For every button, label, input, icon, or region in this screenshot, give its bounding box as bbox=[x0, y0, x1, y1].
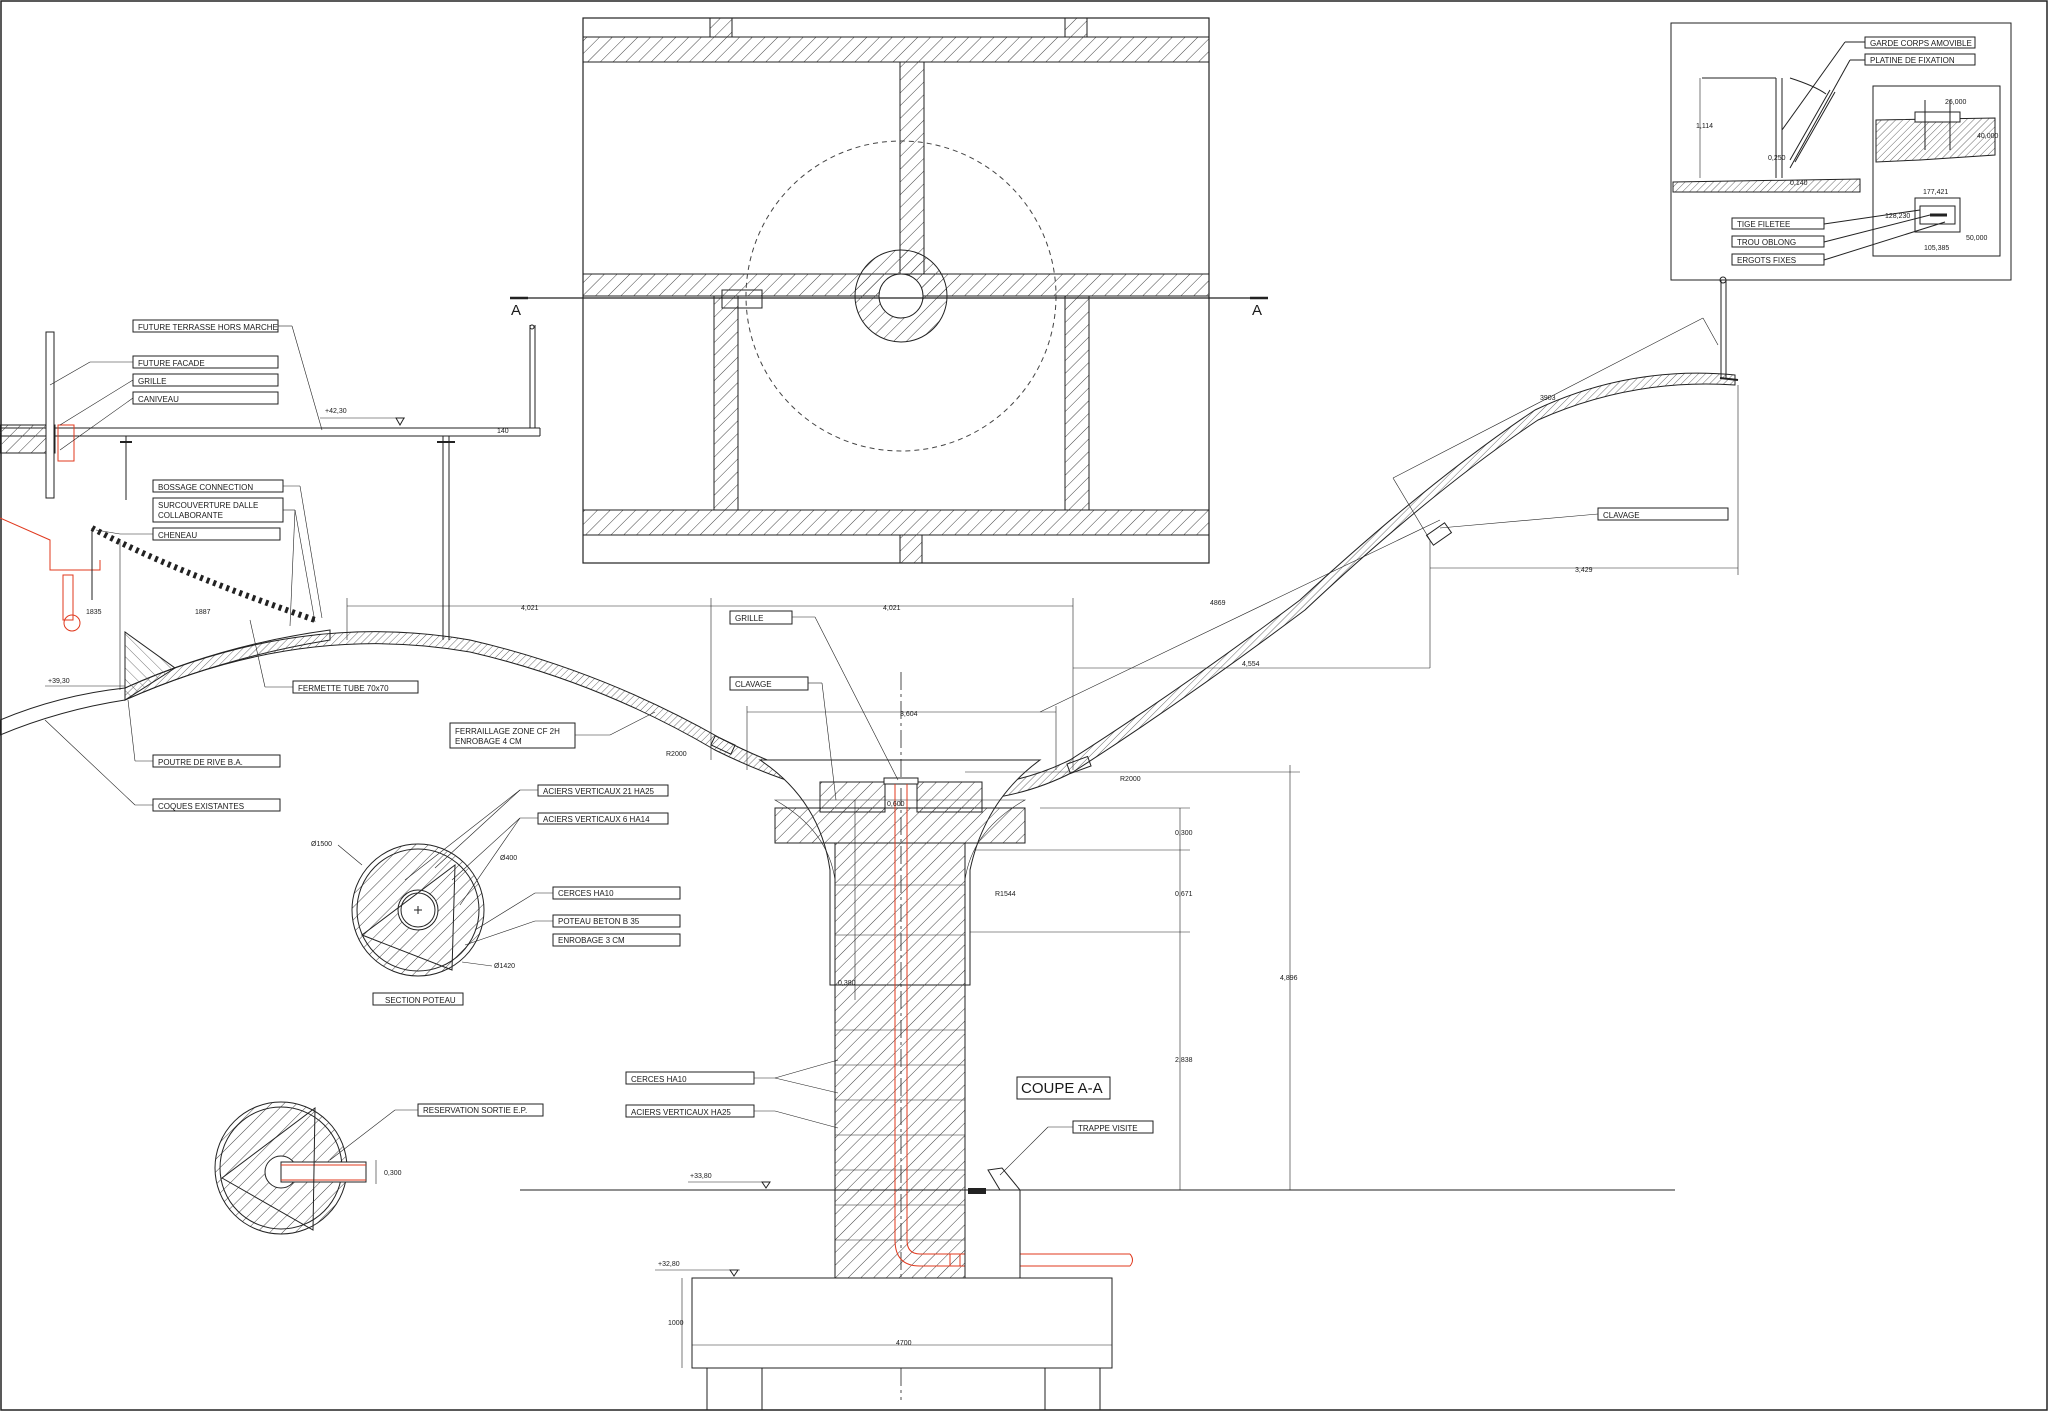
callout-fermette: FERMETTE TUBE 70x70 bbox=[298, 684, 389, 693]
drawing-title: COUPE A-A bbox=[1021, 1080, 1103, 1097]
dim-26: 26,000 bbox=[1945, 99, 1967, 106]
callout-clavage-right: CLAVAGE bbox=[1603, 511, 1640, 520]
dim-0140: 0,140 bbox=[1790, 180, 1808, 187]
dim-177: 177,421 bbox=[1923, 189, 1948, 196]
dim-1114: 1,114 bbox=[1696, 123, 1713, 130]
dim-1000: 1000 bbox=[668, 1320, 684, 1327]
callout-ergots: ERGOTS FIXES bbox=[1737, 256, 1796, 265]
dim-40: 40,000 bbox=[1977, 133, 1999, 140]
callout-enrobage3: ENROBAGE 3 CM bbox=[558, 936, 625, 945]
callout-trou: TROU OBLONG bbox=[1737, 238, 1796, 247]
dim-4896: 4,896 bbox=[1280, 975, 1298, 982]
dim-0300: 0,300 bbox=[1175, 830, 1193, 837]
section-mark-right: A bbox=[1252, 302, 1262, 319]
callout-coques: COQUES EXISTANTES bbox=[158, 802, 244, 811]
dim-400: Ø400 bbox=[500, 855, 517, 862]
dim-r1544: R1544 bbox=[995, 891, 1016, 898]
callout-platine: PLATINE DE FIXATION bbox=[1870, 56, 1955, 65]
callout-garde-corps: GARDE CORPS AMOVIBLE bbox=[1870, 39, 1972, 48]
callout-ferraillage2: ENROBAGE 4 CM bbox=[455, 737, 522, 746]
dim-4021a: 4,021 bbox=[521, 605, 539, 612]
callout-tige: TIGE FILETEE bbox=[1737, 220, 1790, 229]
dim-128: 128,230 bbox=[1885, 213, 1910, 220]
level-ground: +33,80 bbox=[690, 1173, 712, 1180]
reservation-section: 0,300 RESERVATION SORTIE E.P. bbox=[214, 1101, 544, 1235]
label-section-poteau: SECTION POTEAU bbox=[385, 996, 456, 1005]
dimensions bbox=[346, 317, 1739, 1190]
callout-aciers21: ACIERS VERTICAUX 21 HA25 bbox=[543, 787, 655, 796]
plan-view: A A bbox=[510, 17, 1268, 564]
callout-bossage: BOSSAGE CONNECTION bbox=[158, 483, 253, 492]
dim-1835: 1835 bbox=[86, 609, 102, 616]
level-terrace: +42,30 bbox=[325, 408, 347, 415]
callout-grille-mid: GRILLE bbox=[735, 614, 763, 623]
callout-cheneau: CHENEAU bbox=[158, 531, 197, 540]
dim-2838: 2,838 bbox=[1175, 1057, 1193, 1064]
callout-grille-top: GRILLE bbox=[138, 377, 166, 386]
dim-3903: 3903 bbox=[1540, 395, 1556, 402]
dim-3429: 3,429 bbox=[1575, 567, 1593, 574]
dim-0250: 0,250 bbox=[1768, 155, 1786, 162]
callout-aciers6: ACIERS VERTICAUX 6 HA14 bbox=[543, 815, 650, 824]
dim-r2000a: R2000 bbox=[666, 751, 687, 758]
callout-ferraillage1: FERRAILLAGE ZONE CF 2H bbox=[455, 727, 560, 736]
callout-reservation: RESERVATION SORTIE E.P. bbox=[423, 1106, 527, 1115]
dim-4021b: 4,021 bbox=[883, 605, 901, 612]
callout-aciers-col: ACIERS VERTICAUX HA25 bbox=[631, 1108, 731, 1117]
column-callouts: GRILLE CLAVAGE CLAVAGE CERCES HA10 ACIER… bbox=[625, 507, 1729, 1176]
callout-poteau-beton: POTEAU BETON B 35 bbox=[558, 917, 640, 926]
callout-clavage-mid: CLAVAGE bbox=[735, 680, 772, 689]
callout-surcouverture: SURCOUVERTURE DALLE bbox=[158, 501, 258, 510]
guard-rail-detail: 1,114 0,250 0,140 GARDE CORPS AMOVIBLE P… bbox=[1670, 22, 2012, 281]
dim-4869: 4869 bbox=[1210, 600, 1226, 607]
dim-0300b: 0,300 bbox=[384, 1170, 402, 1177]
dim-r2000b: R2000 bbox=[1120, 776, 1141, 783]
callout-future-terrace: FUTURE TERRASSE HORS MARCHE bbox=[138, 323, 278, 332]
left-callouts: FUTURE TERRASSE HORS MARCHE FUTURE FACAD… bbox=[44, 319, 656, 812]
dim-4700: 4700 bbox=[896, 1340, 912, 1347]
dim-0380: 0,380 bbox=[838, 980, 856, 987]
dim-105: 105,385 bbox=[1924, 245, 1949, 252]
section-mark-left: A bbox=[511, 302, 521, 319]
level-foundation: +32,80 bbox=[658, 1261, 680, 1268]
dim-1887: 1887 bbox=[195, 609, 211, 616]
dim-140: 140 bbox=[497, 428, 509, 435]
column: +33,80 +32,80 4700 1000 bbox=[520, 672, 1675, 1411]
dim-0671: 0,671 bbox=[1175, 891, 1193, 898]
dim-4554: 4,554 bbox=[1242, 661, 1260, 668]
level-shell: +39,30 bbox=[48, 678, 70, 685]
callout-cerces-sec: CERCES HA10 bbox=[558, 889, 614, 898]
dim-1420: Ø1420 bbox=[494, 963, 515, 970]
callout-future-facade: FUTURE FACADE bbox=[138, 359, 205, 368]
callout-caniveau: CANIVEAU bbox=[138, 395, 179, 404]
section-poteau: Ø1500 Ø400 Ø1420 SECTION POTEAU ACIERS V… bbox=[311, 784, 681, 1006]
callout-poutre: POUTRE DE RIVE B.A. bbox=[158, 758, 243, 767]
dim-50: 50,000 bbox=[1966, 235, 1988, 242]
callout-trappe: TRAPPE VISITE bbox=[1078, 1124, 1138, 1133]
dim-1500: Ø1500 bbox=[311, 841, 332, 848]
callout-cerces-col: CERCES HA10 bbox=[631, 1075, 687, 1084]
dim-0600: 0,600 bbox=[887, 801, 905, 808]
callout-surcouverture2: COLLABORANTE bbox=[158, 511, 223, 520]
dim-3604: 3,604 bbox=[900, 711, 918, 718]
